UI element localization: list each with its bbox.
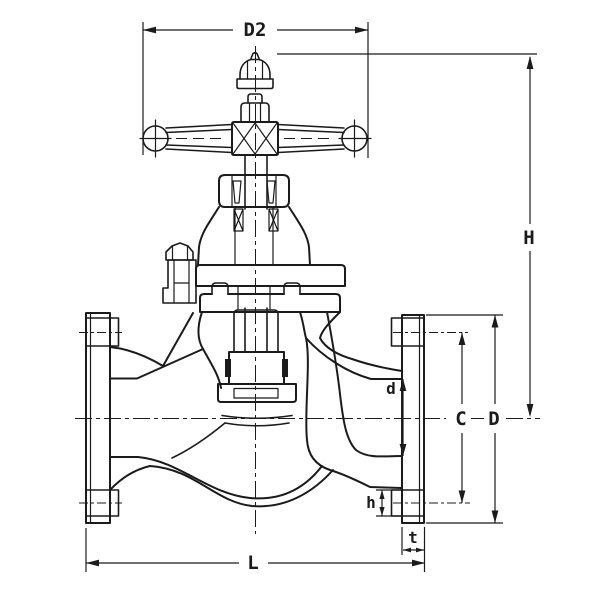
backseat-bushing [233, 309, 279, 353]
bonnet-stud-bolt [162, 242, 197, 304]
dim-label-d2: D2 [244, 19, 267, 41]
dimension-D: D [426, 314, 503, 524]
centerlines [75, 46, 540, 534]
dim-label-l: L [247, 552, 258, 574]
dim-label-d-bore: d [386, 379, 396, 398]
dim-label-t: t [408, 528, 418, 547]
dim-label-h-hole: h [366, 493, 376, 512]
handwheel [142, 93, 368, 156]
body-top-flange [199, 293, 341, 313]
dimension-d: d [386, 379, 407, 456]
dimension-D2: D2 [142, 19, 369, 158]
right-flange [390, 314, 425, 524]
stem-nut [240, 102, 270, 123]
dimension-t: t [401, 527, 424, 555]
dimension-H: H [277, 53, 537, 417]
stem-tip [247, 93, 263, 104]
dim-label-c: C [455, 408, 466, 430]
seat-partition [305, 337, 403, 489]
dim-label-h-height: H [523, 227, 534, 249]
dimension-h: h [366, 489, 402, 517]
dimension-annotations: D2 H d C D [85, 19, 537, 574]
dimension-L: L [85, 527, 426, 574]
left-flange [85, 312, 120, 524]
gland-yoke-block [218, 174, 290, 208]
cap-nut [236, 51, 274, 90]
hub-knurl-pattern [232, 122, 278, 155]
handwheel-hub [231, 121, 279, 156]
handwheel-right-knob [341, 125, 368, 152]
disc-holder [228, 351, 285, 385]
stem-assembly [195, 154, 346, 403]
valve-body [85, 242, 425, 524]
dimension-C: C [455, 332, 467, 503]
valve-disc [217, 383, 297, 403]
dim-label-d-flange: D [488, 408, 499, 430]
